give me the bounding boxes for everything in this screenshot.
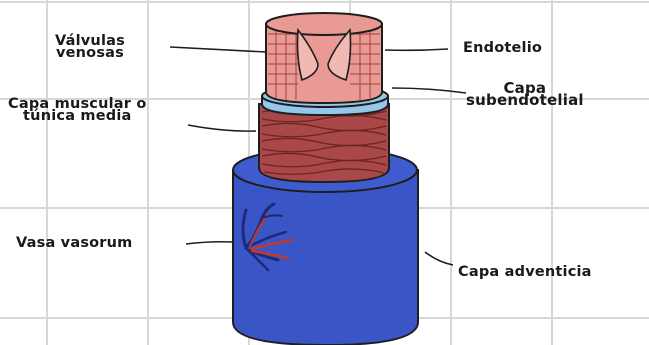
label-muscular-line2: túnica media [8,110,147,122]
label-capa-adventicia: Capa adventicia [458,265,592,280]
label-valvulas-venosas: Válvulas venosas [55,35,125,59]
label-vasa-vasorum: Vasa vasorum [16,236,133,251]
label-capa-muscular: Capa muscular o túnica media [8,98,147,122]
label-valvulas-line2: venosas [55,47,125,59]
label-endotelio: Endotelio [463,41,542,56]
label-capa-subendotelial: Capa subendotelial [466,82,584,106]
label-subendotelial-line2: subendotelial [466,94,584,106]
endothelium-layer [266,13,382,103]
